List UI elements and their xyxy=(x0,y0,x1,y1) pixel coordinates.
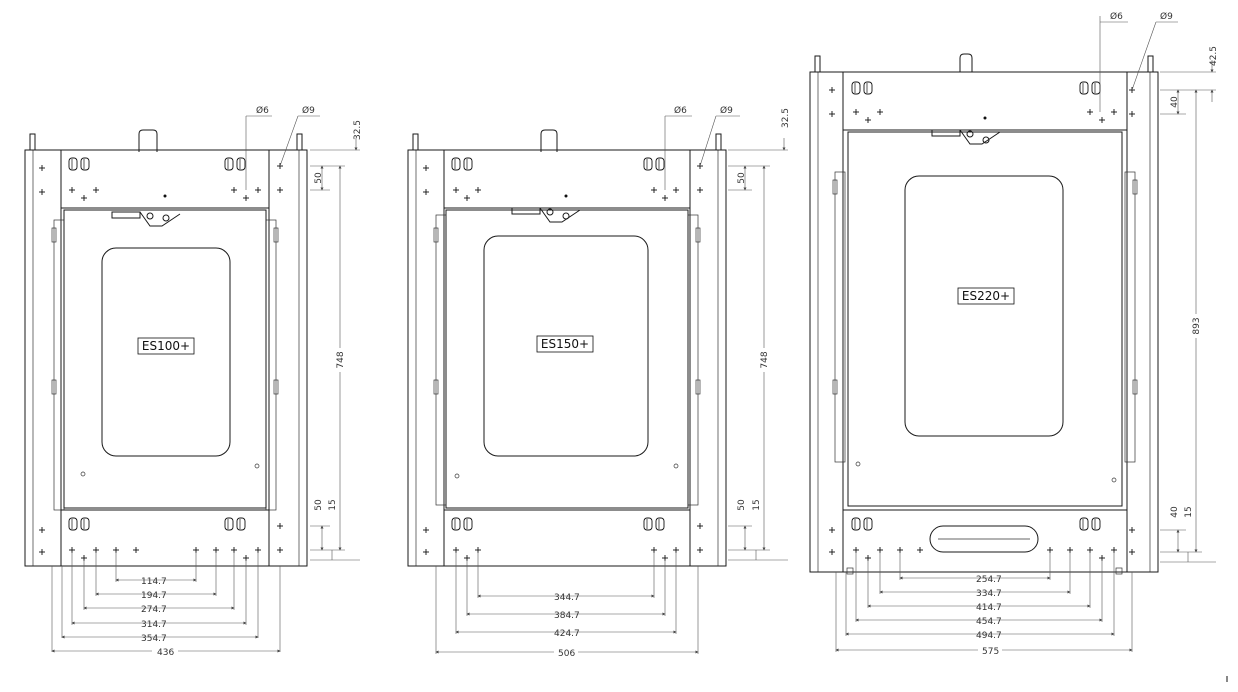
es220-dim-w2: 334.7 xyxy=(976,589,1002,599)
es150-hole-small-dim: Ø6 xyxy=(674,105,687,116)
es220-dim-w4: 454.7 xyxy=(976,617,1002,627)
es100-bottom-bracket xyxy=(60,509,270,567)
es220-dim-w3: 414.7 xyxy=(976,603,1002,613)
es220-wall-plate xyxy=(809,71,1159,573)
unit-es100-drawing: ES100+ Ø6 Ø9 32.5 50 748 50 15 xyxy=(24,105,363,658)
es150-dim-bottom-offset: 15 xyxy=(752,499,762,510)
es220-dim-w1: 254.7 xyxy=(976,575,1002,585)
es220-dim-height: 893 xyxy=(1192,317,1202,334)
es100-dim-w1: 114.7 xyxy=(141,577,167,587)
es150-hole-large-dim: Ø9 xyxy=(720,105,733,116)
es150-frame xyxy=(443,149,691,567)
es150-dim-bottom-pitch: 50 xyxy=(737,499,747,511)
es220-handle-slot xyxy=(929,525,1039,553)
es100-dim-w4: 314.7 xyxy=(141,620,167,630)
es220-dim-bottom-pitch: 40 xyxy=(1170,506,1180,518)
es100-dim-bottom-offset: 15 xyxy=(328,499,338,510)
es100-dim-w3: 274.7 xyxy=(141,605,167,615)
es220-top-bracket xyxy=(842,71,1128,131)
es220-model-label: ES220+ xyxy=(962,289,1010,303)
es100-model-label: ES100+ xyxy=(142,339,190,353)
es100-frame xyxy=(60,149,270,567)
es220-dim-w5: 494.7 xyxy=(976,631,1002,641)
es220-hole-small-dim: Ø6 xyxy=(1110,11,1123,22)
es100-window xyxy=(101,247,231,457)
es150-top-bracket xyxy=(443,149,691,209)
es100-top-bracket xyxy=(60,149,270,209)
unit-es220-drawing: ES220+ Ø6 Ø9 42.5 40 893 40 15 xyxy=(809,11,1219,657)
es150-bottom-bracket xyxy=(443,509,691,567)
es150-dim-height: 748 xyxy=(760,351,770,368)
es150-dim-top-offset: 32.5 xyxy=(781,108,791,128)
es220-hole-large-dim: Ø9 xyxy=(1160,11,1173,22)
es220-dim-top-offset: 42.5 xyxy=(1209,46,1219,66)
es150-wall-plate xyxy=(407,149,727,567)
es220-frame xyxy=(842,71,1128,573)
es100-dim-bottom-pitch: 50 xyxy=(314,499,324,511)
es100-hole-small-dim: Ø6 xyxy=(256,105,269,116)
es100-dim-top-pitch: 50 xyxy=(314,172,324,184)
es100-dim-top-offset: 32.5 xyxy=(353,120,363,140)
unit-es150-drawing: ES150+ Ø6 Ø9 32.5 50 748 50 15 344.7 xyxy=(407,105,791,659)
es100-dim-w2: 194.7 xyxy=(141,591,167,601)
es100-dim-total-width: 436 xyxy=(157,648,174,658)
es220-dim-total-width: 575 xyxy=(982,647,999,657)
es150-dim-top-pitch: 50 xyxy=(737,172,747,184)
es150-model-label: ES150+ xyxy=(541,337,589,351)
es100-hole-large-dim: Ø9 xyxy=(302,105,315,116)
es150-dim-total-width: 506 xyxy=(558,649,575,659)
es220-window xyxy=(904,175,1064,437)
es150-dim-w2: 384.7 xyxy=(554,611,580,621)
es100-dim-height: 748 xyxy=(336,351,346,368)
es150-window xyxy=(483,235,649,457)
es150-dim-w3: 424.7 xyxy=(554,629,580,639)
es100-wall-plate xyxy=(24,149,308,567)
es220-dim-top-pitch: 40 xyxy=(1170,96,1180,108)
es220-bottom-bracket xyxy=(842,509,1128,573)
es150-dim-w1: 344.7 xyxy=(554,593,580,603)
es100-dim-w5: 354.7 xyxy=(141,634,167,644)
es220-dim-bottom-offset: 15 xyxy=(1184,506,1194,517)
